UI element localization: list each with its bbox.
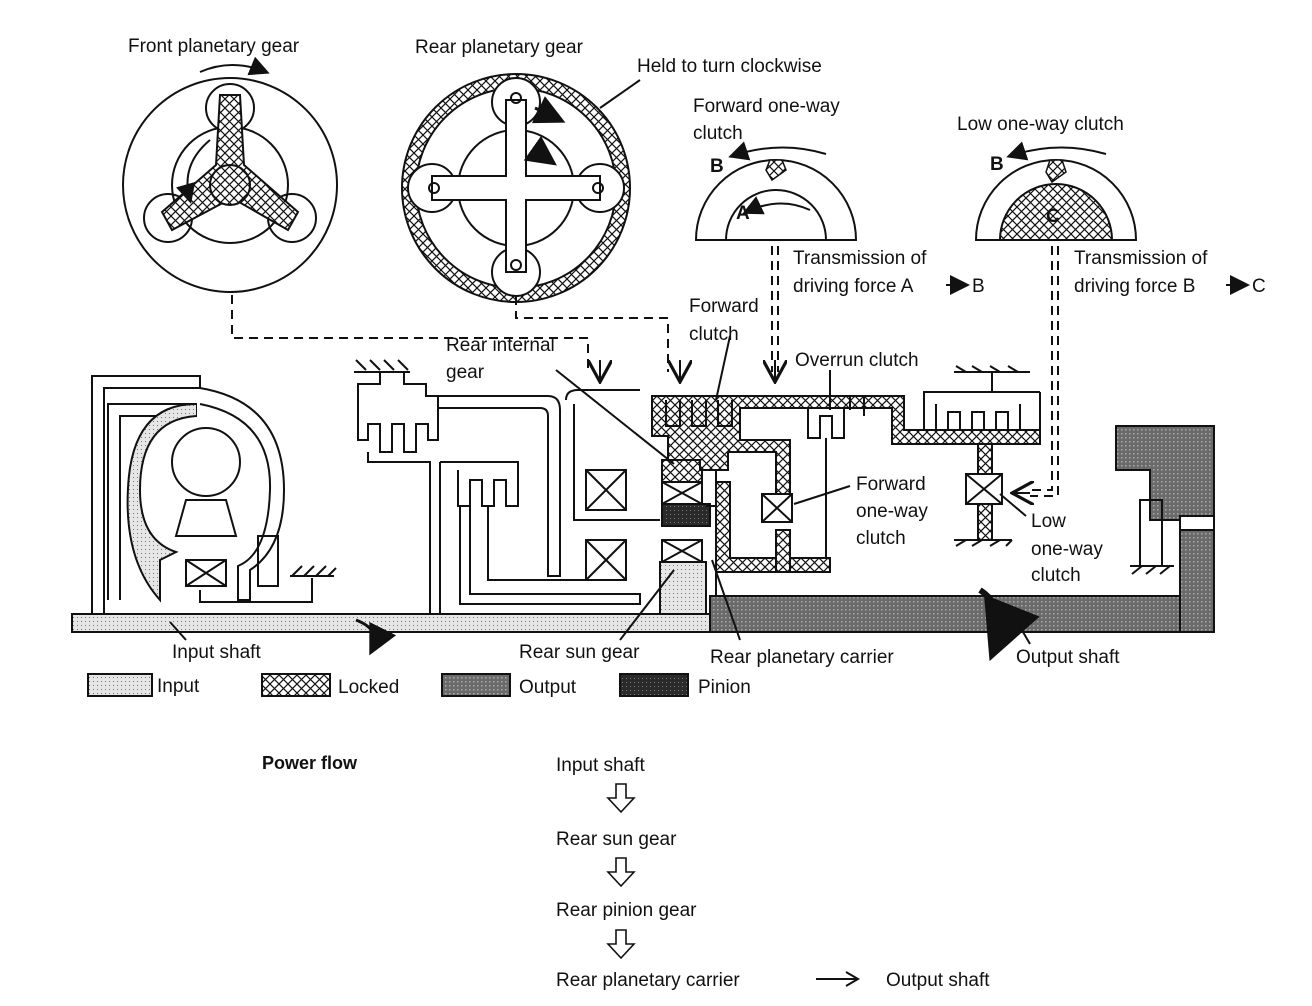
letter-b-low: B [990, 154, 1004, 175]
power-flow-step: Rear planetary carrier [556, 970, 740, 991]
label-low-one-way-clutch-top: Low one-way clutch [957, 114, 1124, 135]
label-transmission-ab-3: B [972, 276, 985, 297]
label-rear-internal-gear-2: gear [446, 362, 485, 383]
label-forward-one-way-clutch-mid-1: Forward [856, 474, 926, 495]
label-transmission-ab-2: driving force A [793, 276, 914, 297]
legend-label-pinion: Pinion [698, 677, 751, 698]
forward-one-way-clutch-diagram [694, 141, 858, 241]
label-transmission-bc-1: Transmission of [1074, 248, 1208, 269]
legend-label-output: Output [519, 677, 577, 698]
label-low-one-way-clutch-mid-3: clutch [1031, 565, 1081, 586]
label-transmission-ab-1: Transmission of [793, 248, 927, 269]
power-flow-step: Rear sun gear [556, 829, 677, 850]
label-forward-one-way-clutch-mid-3: clutch [856, 528, 906, 549]
label-forward-clutch-1: Forward [689, 296, 759, 317]
flow-right-arrow-icon [816, 971, 860, 987]
letter-a: A [736, 203, 750, 224]
power-flow: Power flow Input shaft Rear sun gear Rea… [262, 753, 990, 991]
label-rear-internal-gear-1: Rear internal [446, 335, 555, 356]
legend-label-locked: Locked [338, 677, 399, 698]
power-flow-title: Power flow [262, 753, 358, 773]
low-one-way-clutch-diagram [974, 141, 1138, 241]
label-forward-one-way-clutch-top-2: clutch [693, 123, 743, 144]
label-transmission-bc-3: C [1252, 276, 1266, 297]
label-held-to-turn-clockwise: Held to turn clockwise [637, 56, 822, 77]
label-forward-one-way-clutch-mid-2: one-way [856, 501, 928, 522]
legend-label-input: Input [157, 676, 200, 697]
transmission-cross-section [71, 335, 1215, 662]
legend: Input Locked Output Pinion [87, 673, 751, 698]
flow-down-arrow-icon [606, 857, 636, 888]
label-forward-one-way-clutch-top-1: Forward one-way [693, 96, 840, 117]
letter-b-forward: B [710, 156, 724, 177]
label-rear-planetary-gear: Rear planetary gear [415, 37, 584, 58]
label-front-planetary-gear: Front planetary gear [128, 36, 300, 57]
label-low-one-way-clutch-mid-1: Low [1031, 511, 1066, 532]
power-flow-step: Input shaft [556, 755, 645, 776]
label-forward-clutch-2: clutch [689, 324, 739, 345]
power-flow-final: Output shaft [886, 970, 990, 991]
legend-swatch-locked [261, 673, 331, 697]
power-flow-step: Rear pinion gear [556, 900, 697, 921]
front-planetary-gear [122, 56, 338, 293]
legend-swatch-output [441, 673, 511, 697]
label-rear-planetary-carrier: Rear planetary carrier [710, 647, 894, 668]
diagram-labels: Front planetary gear Rear planetary gear… [128, 36, 1266, 668]
legend-swatch-input [87, 673, 153, 697]
rear-planetary-gear [401, 73, 641, 303]
label-output-shaft: Output shaft [1016, 647, 1120, 668]
letter-c: C [1046, 206, 1060, 227]
flow-down-arrow-icon [606, 783, 636, 814]
legend-swatch-pinion [619, 673, 689, 697]
label-overrun-clutch: Overrun clutch [795, 350, 919, 371]
label-low-one-way-clutch-mid-2: one-way [1031, 539, 1103, 560]
label-transmission-bc-2: driving force B [1074, 276, 1195, 297]
force-path-lines [231, 246, 1059, 496]
flow-down-arrow-icon [606, 929, 636, 960]
label-rear-sun-gear: Rear sun gear [519, 642, 640, 663]
label-input-shaft: Input shaft [172, 642, 261, 663]
